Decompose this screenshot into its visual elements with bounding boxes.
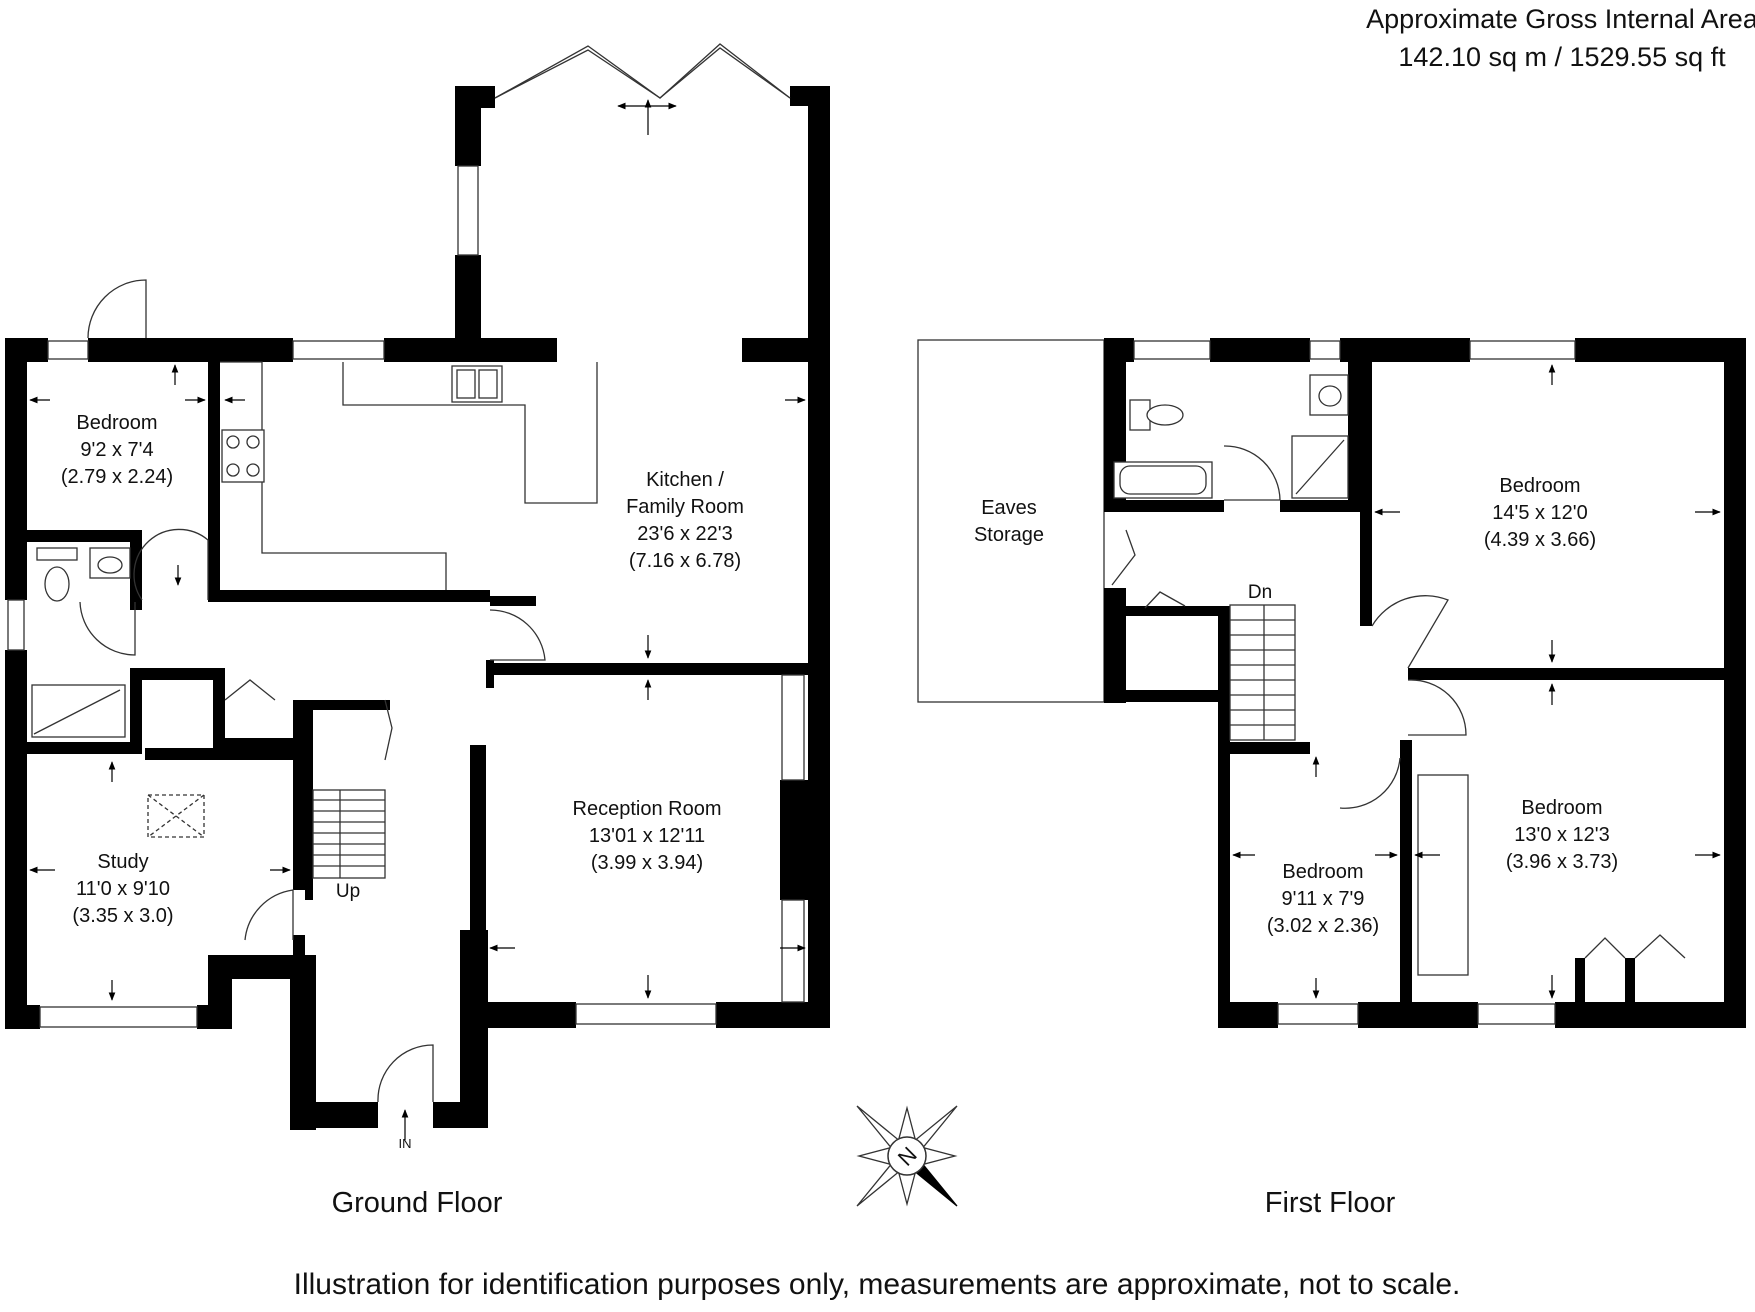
room-label-kitchen: Kitchen / Family Room 23'6 x 22'3 (7.16 … [626, 469, 744, 572]
first-internal-doors [1111, 529, 1686, 976]
first-floor-windows [1133, 340, 1576, 1025]
svg-text:Reception Room: Reception Room [573, 798, 722, 820]
entrance-label: IN [399, 1136, 412, 1151]
hob-icon [226, 435, 260, 477]
svg-text:11'0 x 9'10: 11'0 x 9'10 [76, 878, 170, 900]
svg-text:Family Room: Family Room [626, 496, 744, 518]
svg-text:Eaves: Eaves [981, 497, 1037, 519]
ground-floor-walls [5, 86, 830, 1130]
first-stairs: Dn [1229, 582, 1296, 741]
room-label-study: Study 11'0 x 9'10 (3.35 x 3.0) [72, 851, 173, 927]
entrance-arrow-icon: IN [399, 1109, 412, 1151]
svg-text:Study: Study [97, 851, 148, 873]
stairs-up-label: Up [336, 881, 360, 902]
disclaimer: Illustration for identification purposes… [294, 1268, 1461, 1301]
svg-text:13'0 x 12'3: 13'0 x 12'3 [1514, 824, 1610, 846]
first-dimension-arrows [1232, 364, 1721, 999]
svg-text:(3.99 x 3.94): (3.99 x 3.94) [591, 852, 703, 874]
eaves-storage-outline [917, 339, 1105, 703]
ground-floor-windows [7, 165, 805, 1028]
svg-text:(3.96 x 3.73): (3.96 x 3.73) [1506, 851, 1618, 873]
ground-floor-plan: Up IN [5, 43, 830, 1219]
svg-text:Bedroom: Bedroom [76, 412, 157, 434]
room-label-first-bedroom-1: Bedroom 14'5 x 12'0 (4.39 x 3.66) [1484, 475, 1596, 551]
svg-text:Kitchen /: Kitchen / [646, 469, 724, 491]
bedroom-door-icon [87, 279, 147, 339]
room-label-first-bedroom-2: Bedroom 13'0 x 12'3 (3.96 x 3.73) [1506, 797, 1618, 873]
first-floor-walls [1104, 338, 1746, 1028]
svg-text:(2.79 x 2.24): (2.79 x 2.24) [61, 466, 173, 488]
svg-text:23'6 x 22'3: 23'6 x 22'3 [637, 523, 733, 545]
first-bathroom-fittings [1113, 374, 1349, 501]
bifold-door-icon [494, 43, 791, 99]
svg-text:14'5 x 12'0: 14'5 x 12'0 [1492, 502, 1588, 524]
svg-text:(3.35 x 3.0): (3.35 x 3.0) [72, 905, 173, 927]
room-label-first-bedroom-3: Bedroom 9'11 x 7'9 (3.02 x 2.36) [1267, 861, 1379, 937]
skylight-icon [147, 794, 205, 838]
room-label-eaves: Eaves Storage [974, 497, 1044, 546]
stairs-down-label: Dn [1248, 582, 1272, 603]
first-floor-plan: Dn Eaves Storage Bedroom 14'5 x 12'0 (4.… [917, 338, 1746, 1219]
svg-text:(3.02 x 2.36): (3.02 x 2.36) [1267, 915, 1379, 937]
svg-text:13'01 x 12'11: 13'01 x 12'11 [589, 825, 705, 847]
first-floor-label: First Floor [1265, 1187, 1396, 1219]
svg-text:Bedroom: Bedroom [1282, 861, 1363, 883]
svg-text:9'2 x 7'4: 9'2 x 7'4 [80, 439, 153, 461]
svg-text:(4.39 x 3.66): (4.39 x 3.66) [1484, 529, 1596, 551]
ground-dimension-arrows [29, 99, 806, 1001]
compass-icon: N [856, 1105, 958, 1207]
area-title: Approximate Gross Internal Area [1366, 4, 1755, 34]
svg-text:9'11 x 7'9: 9'11 x 7'9 [1282, 888, 1365, 910]
ground-stairs: Up [312, 789, 386, 902]
svg-text:Storage: Storage [974, 524, 1044, 546]
room-label-ground-bedroom: Bedroom 9'2 x 7'4 (2.79 x 2.24) [61, 412, 173, 488]
ground-floor-label: Ground Floor [332, 1187, 503, 1219]
kitchen-worktops [220, 361, 598, 590]
ground-bathroom-fittings [31, 528, 209, 738]
room-label-reception: Reception Room 13'01 x 12'11 (3.99 x 3.9… [573, 798, 722, 874]
svg-text:(7.16 x 6.78): (7.16 x 6.78) [629, 550, 741, 572]
svg-text:Bedroom: Bedroom [1499, 475, 1580, 497]
area-value: 142.10 sq m / 1529.55 sq ft [1398, 42, 1726, 72]
ground-internal-doors [79, 601, 546, 1103]
svg-text:Bedroom: Bedroom [1521, 797, 1602, 819]
